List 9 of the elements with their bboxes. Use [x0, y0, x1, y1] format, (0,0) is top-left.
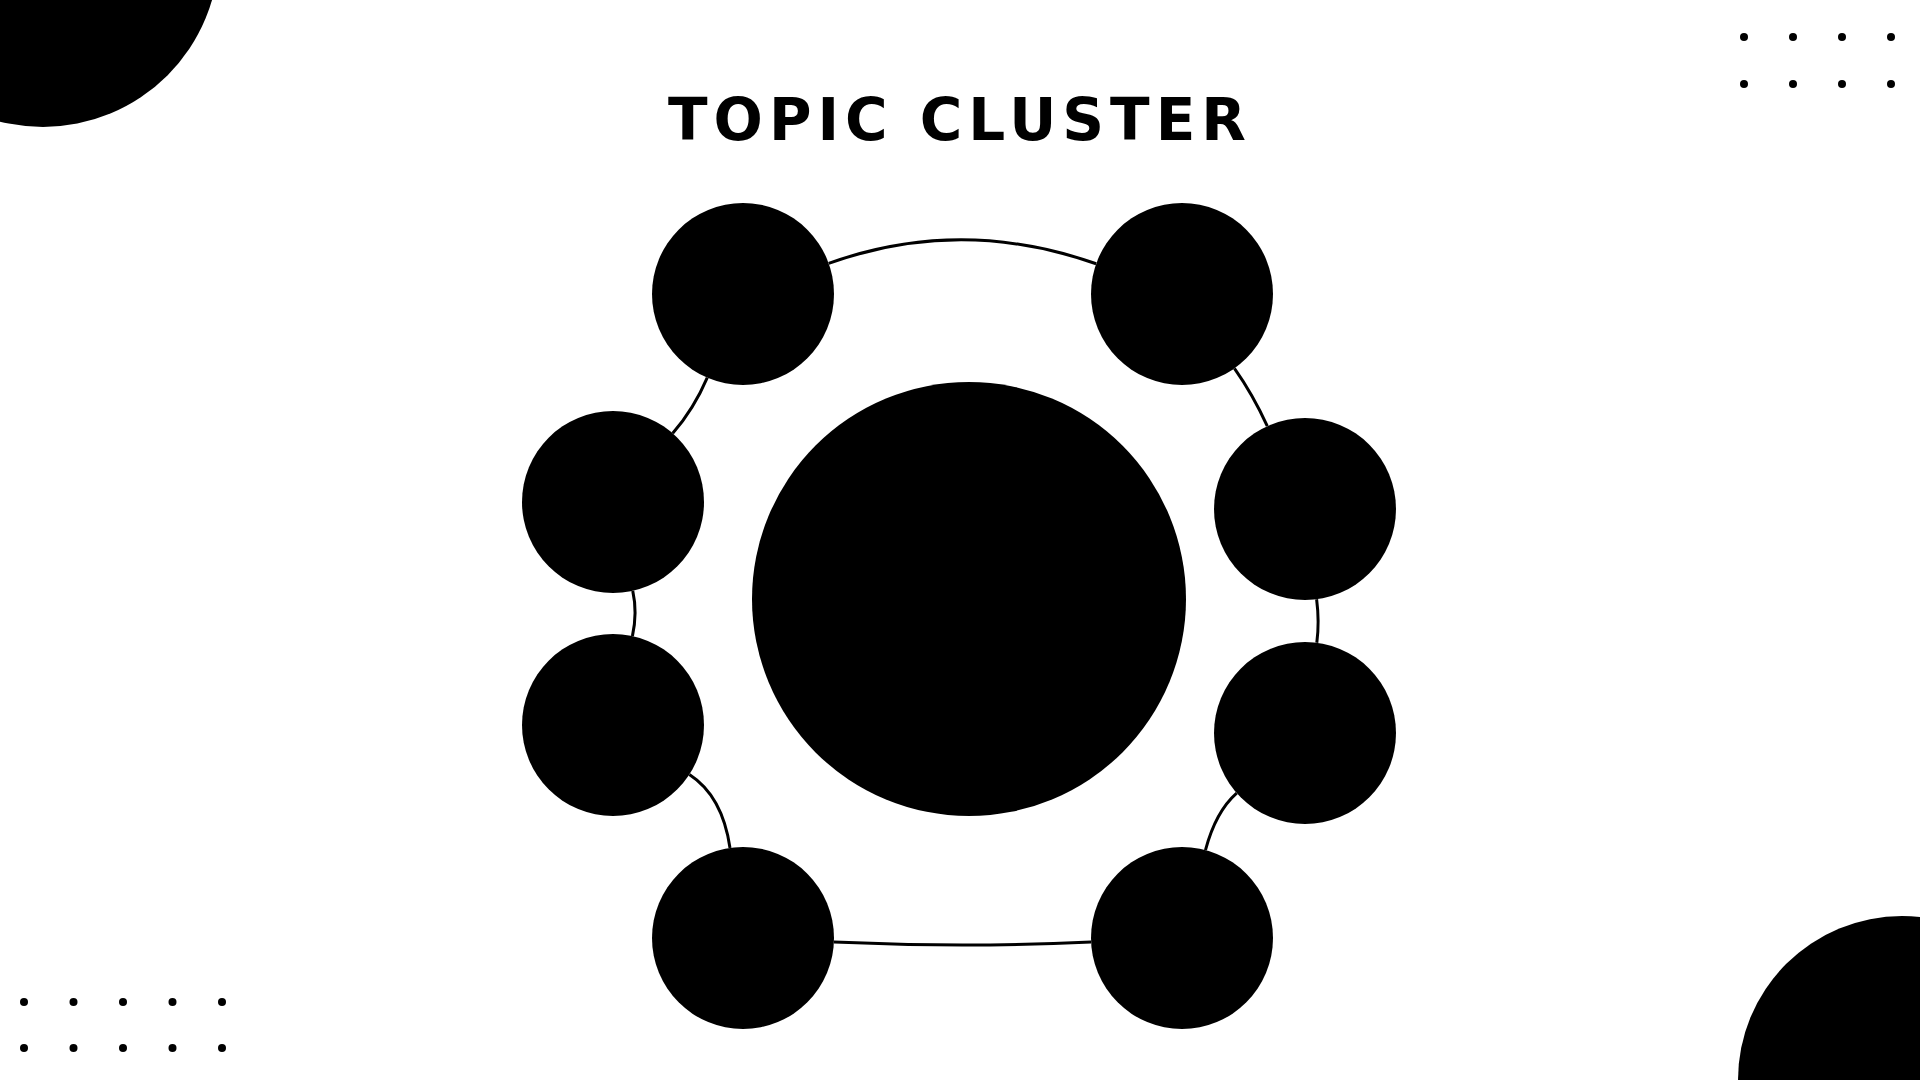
title: TOPIC CLUSTER — [667, 86, 1253, 154]
connector-line — [1233, 367, 1269, 427]
connector-line — [1204, 792, 1238, 851]
connector-line — [630, 590, 637, 637]
connector-line — [1315, 599, 1320, 643]
connector-line — [671, 377, 709, 435]
connector-line — [833, 940, 1092, 947]
connector-line — [688, 773, 732, 849]
connector-line — [828, 238, 1097, 266]
